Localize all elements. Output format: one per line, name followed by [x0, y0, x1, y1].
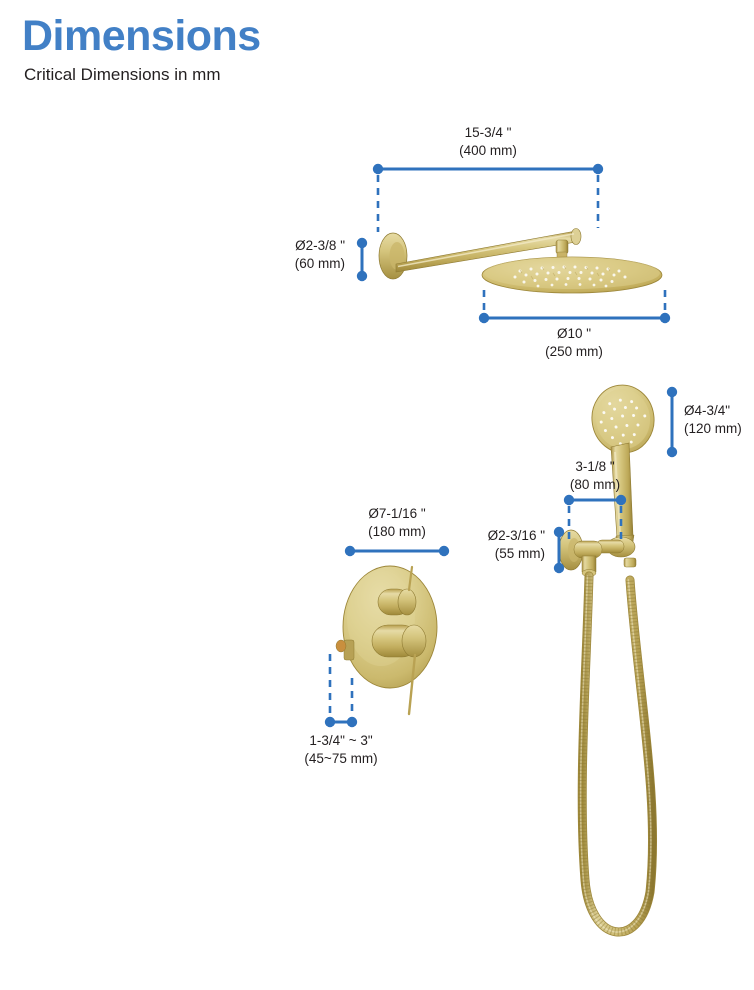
dimline-rough-in-depth — [324, 654, 358, 728]
label-holder-projection: 3-1/8 " (80 mm) — [569, 459, 621, 492]
label-rough-in-depth: 1-3/4" ~ 3" (45~75 mm) — [304, 733, 378, 766]
shower-arm-tube — [395, 228, 582, 273]
label-rain-head-diameter: Ø10 " (250 mm) — [545, 326, 603, 359]
dimline-shower-arm-length — [372, 163, 604, 232]
label-valve-trim-diameter: Ø7-1/16 " (180 mm) — [368, 506, 426, 539]
mixer-knob — [371, 624, 427, 716]
dimline-rain-head-diameter — [478, 290, 671, 324]
hand-shower-nozzles — [599, 398, 647, 446]
header: Dimensions Critical Dimensions in mm — [22, 12, 622, 86]
diverter-knob — [377, 565, 417, 616]
label-wall-flange-diameter: Ø2-3/8 " (60 mm) — [294, 238, 345, 271]
rain-head-nozzles — [513, 265, 627, 288]
dimline-valve-trim-diameter — [344, 545, 450, 557]
hand-shower-holder — [595, 536, 636, 558]
dimline-hand-shower-diameter — [666, 386, 678, 458]
hand-shower-assembly — [558, 384, 658, 937]
dimline-wall-flange-diameter — [356, 237, 368, 282]
hand-shower-head — [591, 384, 655, 454]
valve-trim-assembly — [335, 565, 438, 716]
page-title: Dimensions — [22, 12, 261, 60]
dimline-holder-projection — [563, 494, 627, 542]
shower-hose — [577, 557, 658, 937]
valve-rough-in-stub — [335, 639, 355, 661]
label-hand-shower-diameter: Ø4-3/4" (120 mm) — [684, 403, 742, 436]
label-wall-outlet-diameter: Ø2-3/16 " (55 mm) — [487, 528, 545, 561]
label-shower-arm-length: 15-3/4 " (400 mm) — [459, 125, 517, 158]
dimline-wall-outlet-diameter — [553, 526, 565, 574]
rain-shower-head — [481, 256, 663, 294]
rain-shower-assembly — [378, 228, 663, 294]
page-subtitle: Critical Dimensions in mm — [24, 65, 221, 85]
